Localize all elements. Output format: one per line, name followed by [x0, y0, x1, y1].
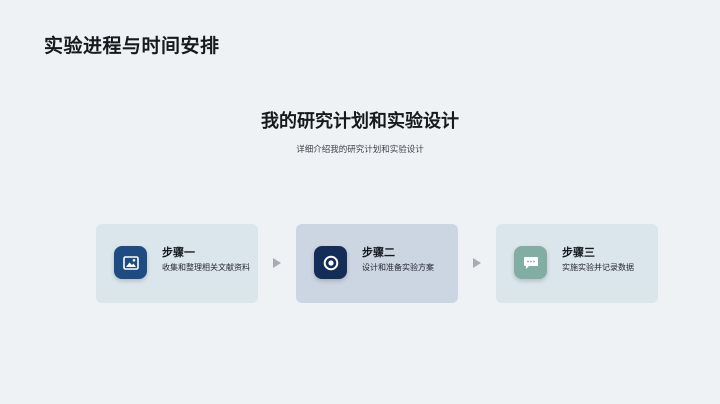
step-description: 收集和整理相关文献资料 — [162, 263, 250, 272]
step-description: 设计和准备实验方案 — [362, 263, 434, 272]
chat-icon — [514, 246, 547, 279]
step-card-3: 步骤三 实施实验并记录数据 — [496, 224, 658, 303]
image-icon — [114, 246, 147, 279]
arrow-right-icon — [273, 258, 281, 268]
step-title: 步骤三 — [562, 246, 595, 259]
slide-title: 实验进程与时间安排 — [44, 35, 220, 57]
section-title: 我的研究计划和实验设计 — [261, 111, 459, 132]
target-icon — [314, 246, 347, 279]
arrow-right-icon — [473, 258, 481, 268]
step-title: 步骤二 — [362, 246, 395, 259]
step-card-1: 步骤一 收集和整理相关文献资料 — [96, 224, 258, 303]
step-description: 实施实验并记录数据 — [562, 263, 634, 272]
step-title: 步骤一 — [162, 246, 195, 259]
step-card-2: 步骤二 设计和准备实验方案 — [296, 224, 458, 303]
section-subtitle: 详细介绍我的研究计划和实验设计 — [296, 145, 424, 155]
